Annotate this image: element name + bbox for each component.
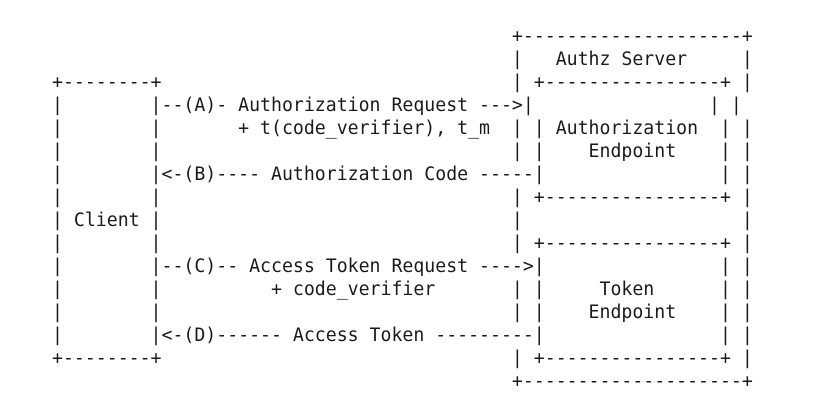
diagram-line-server-top-border: +--------------------+ bbox=[52, 26, 753, 47]
pkce-flow-diagram: +--------------------+ | Authz Server |+… bbox=[52, 25, 753, 393]
diagram-line-step-d-response: | |<-(D)------ Access Token ---------| |… bbox=[52, 325, 753, 346]
diagram-line-step-c-params: | | + code_verifier | | Token | | bbox=[52, 279, 753, 300]
diagram-line-token-endpoint-top: | | | +----------------+ | bbox=[52, 233, 753, 254]
diagram-line-authorization-endpoint-label: | | | | Endpoint | | bbox=[52, 141, 753, 162]
diagram-line-step-b-response: | |<-(B)---- Authorization Code -----| |… bbox=[52, 164, 753, 185]
diagram-line-token-endpoint-label: | | | | Endpoint | | bbox=[52, 302, 753, 323]
diagram-line-client-bottom-border: +--------+ | +----------------+ | bbox=[52, 348, 753, 369]
diagram-line-authz-server-title: | Authz Server | bbox=[52, 49, 753, 70]
diagram-line-step-a-request: | |--(A)- Authorization Request --->| | … bbox=[52, 95, 742, 116]
diagram-line-server-bottom-border: +--------------------+ bbox=[52, 371, 753, 392]
diagram-line-client-top-border: +--------+ | +----------------+ | bbox=[52, 72, 753, 93]
diagram-line-step-c-request: | |--(C)-- Access Token Request ---->| |… bbox=[52, 256, 753, 277]
diagram-line-authorization-endpoint-bottom: | | | +----------------+ | bbox=[52, 187, 753, 208]
diagram-line-client-label: | Client | | | bbox=[52, 210, 753, 231]
diagram-line-step-a-params: | | + t(code_verifier), t_m | | Authoriz… bbox=[52, 118, 753, 139]
